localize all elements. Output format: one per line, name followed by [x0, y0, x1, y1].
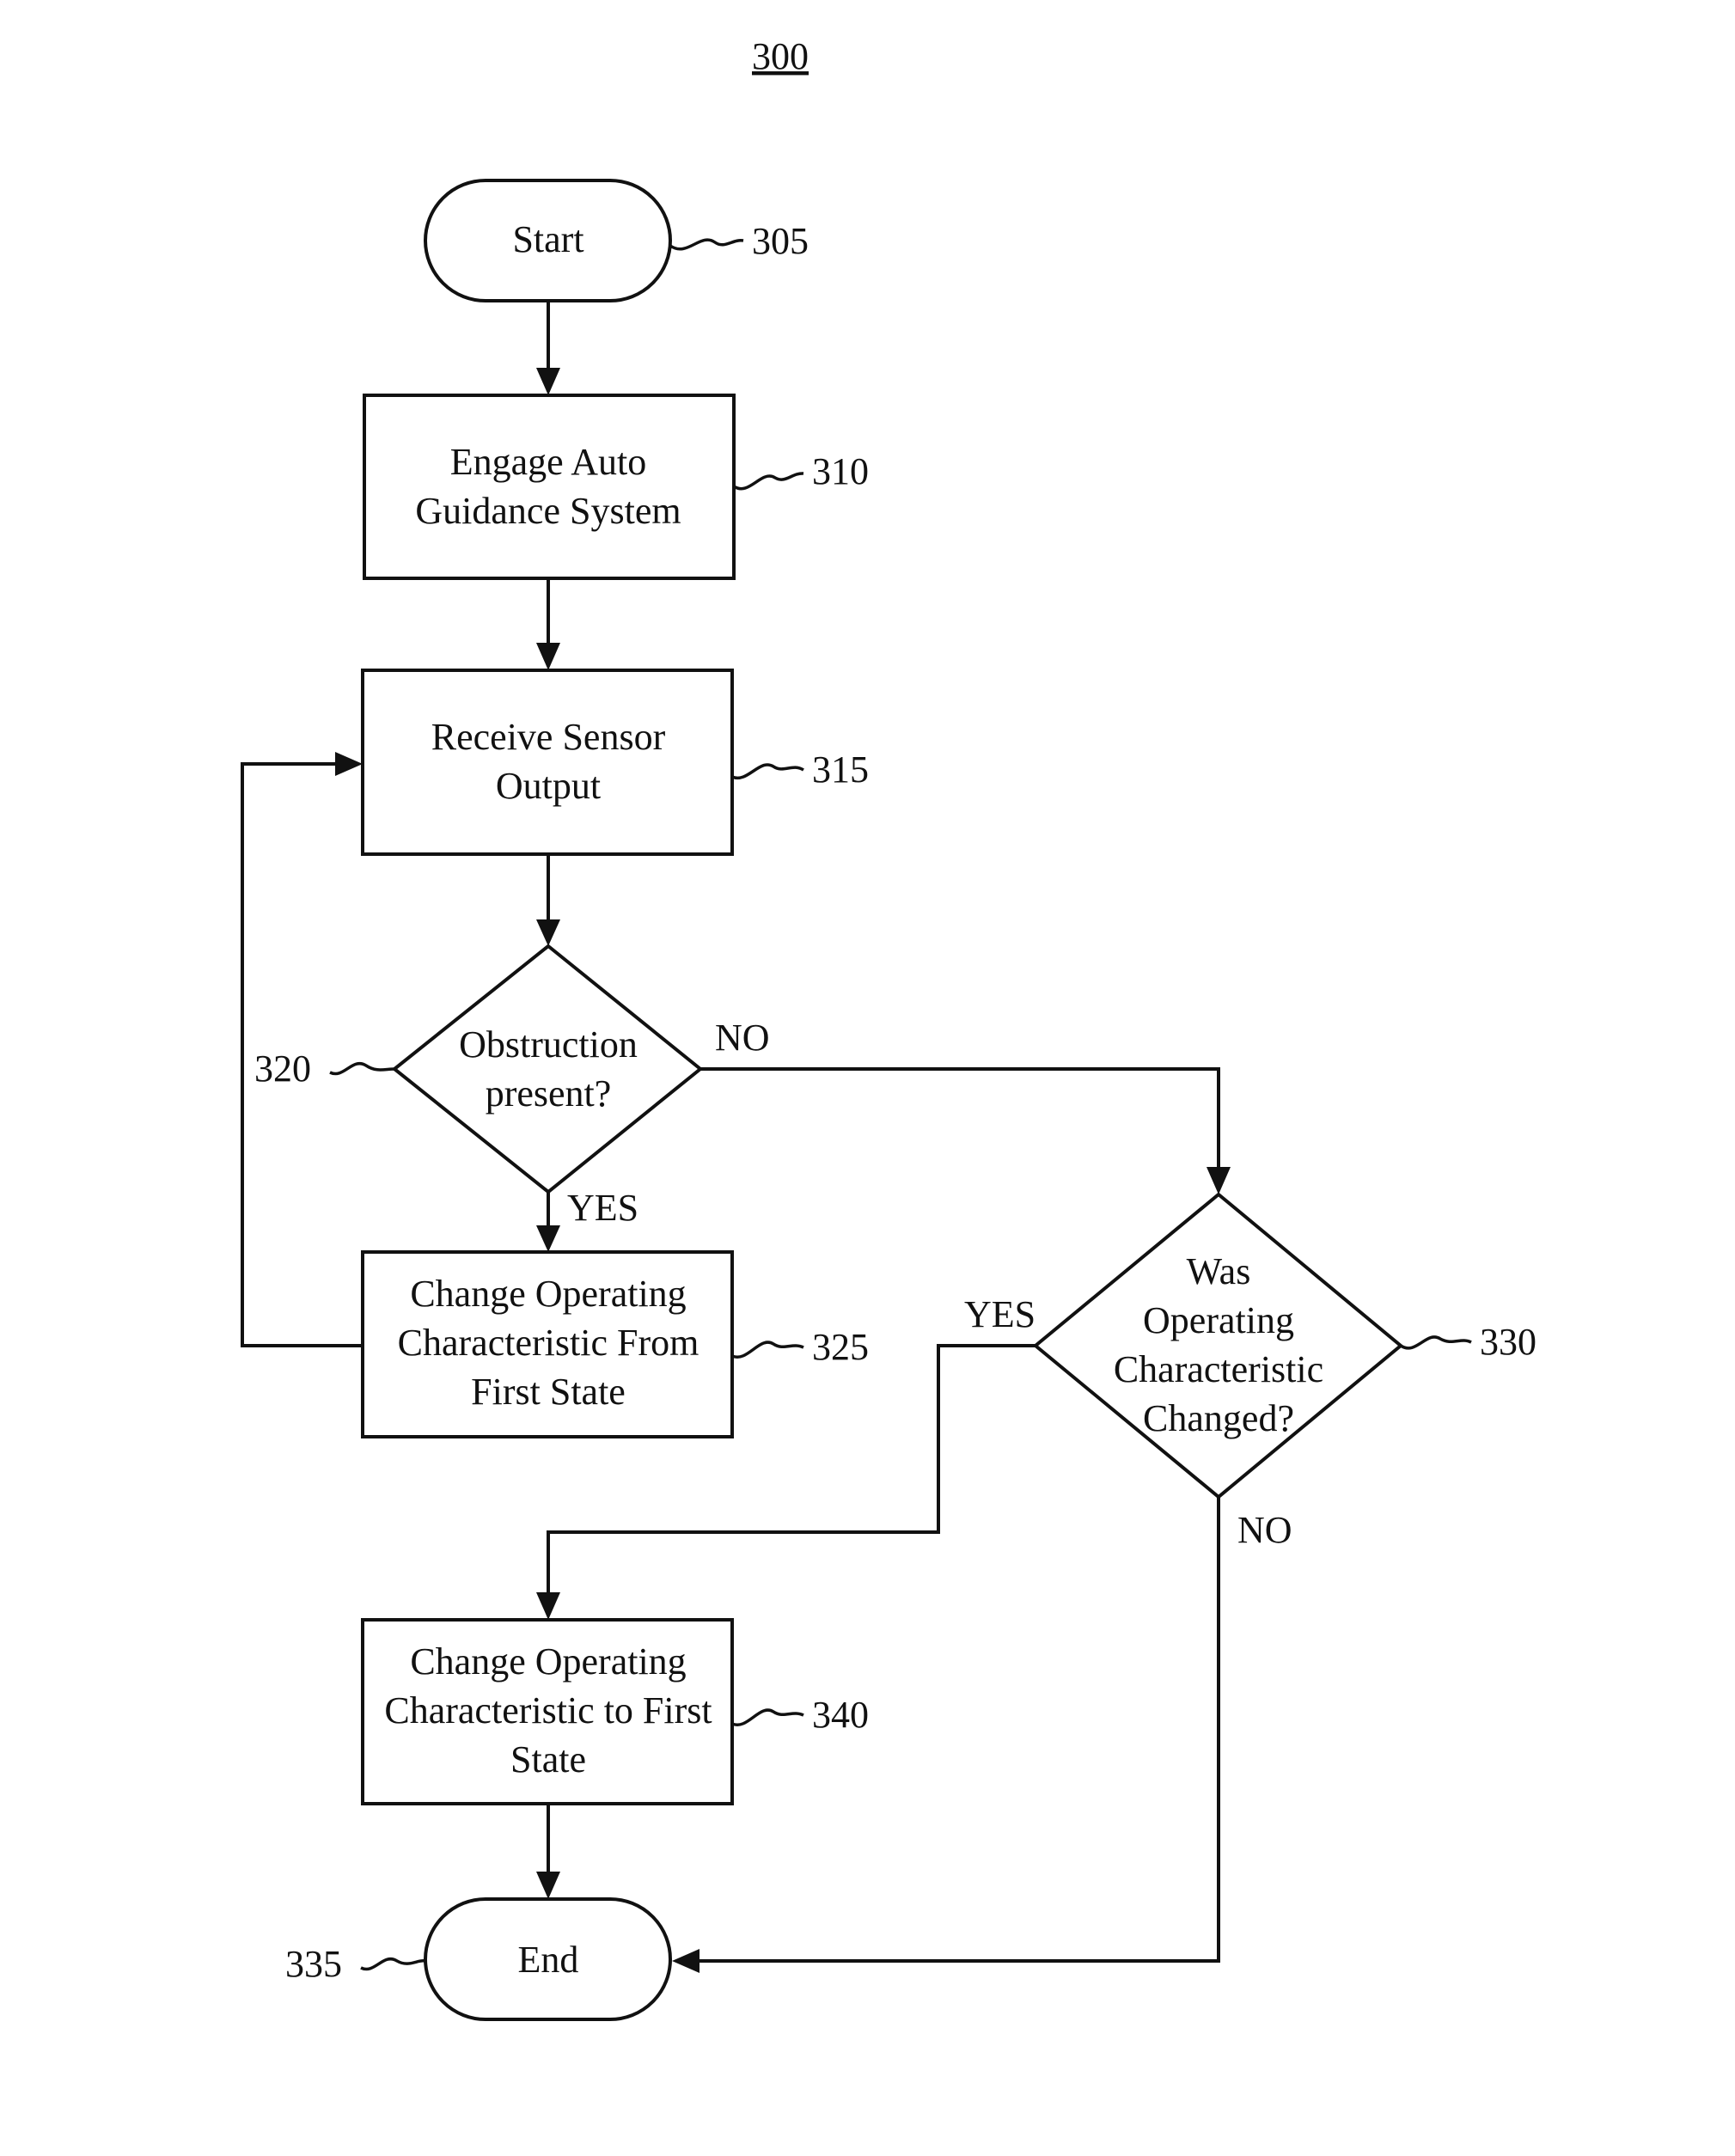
arrowhead-change-to — [536, 1592, 560, 1620]
receive-ref: 315 — [812, 748, 869, 791]
was-changed-label-line-4: Changed? — [1143, 1397, 1294, 1439]
start-label: Start — [512, 218, 583, 260]
receive-label-line-2: Output — [496, 765, 601, 807]
start-terminal: Start — [425, 180, 670, 301]
change-from-ref-leader — [732, 1342, 803, 1357]
arrowhead-was-changed — [1207, 1167, 1231, 1194]
change-to-label-line-3: State — [510, 1738, 586, 1780]
start-ref: 305 — [752, 220, 809, 262]
start-ref-leader — [670, 240, 743, 249]
obstruction-ref: 320 — [254, 1047, 311, 1090]
change-to-label-line-2: Characteristic to First — [384, 1689, 712, 1732]
obstruction-ref-leader — [330, 1064, 394, 1074]
obstruction-label-line-2: present? — [486, 1072, 612, 1115]
was-changed-no-label: NO — [1237, 1509, 1292, 1551]
arrowhead-engage — [536, 368, 560, 395]
obstruction-yes-label: YES — [567, 1187, 638, 1229]
change-to-ref-leader — [732, 1710, 803, 1725]
arrowhead-obstruction — [536, 919, 560, 946]
arrowhead-receive-loop — [335, 752, 363, 776]
was-changed-decision: Was Operating Characteristic Changed? — [1036, 1194, 1401, 1497]
engage-ref-leader — [734, 473, 803, 489]
was-changed-yes-label: YES — [964, 1293, 1036, 1335]
edge-was-changed-no — [698, 1497, 1219, 1961]
was-changed-label-line-3: Characteristic — [1114, 1348, 1323, 1390]
obstruction-no-label: NO — [715, 1017, 770, 1059]
obstruction-decision: Obstruction present? — [394, 946, 700, 1192]
receive-process-box: Receive Sensor Output — [363, 670, 732, 854]
was-changed-ref-leader — [1401, 1337, 1471, 1348]
obstruction-label-line-1: Obstruction — [459, 1023, 638, 1066]
change-from-label-line-3: First State — [471, 1371, 626, 1413]
was-changed-ref: 330 — [1480, 1321, 1536, 1363]
end-terminal: End — [425, 1899, 670, 2019]
engage-label-line-1: Engage Auto — [450, 441, 647, 483]
arrowhead-end — [536, 1872, 560, 1899]
was-changed-label-line-2: Operating — [1143, 1299, 1294, 1341]
arrowhead-change-from — [536, 1225, 560, 1252]
change-to-label-line-1: Change Operating — [410, 1640, 686, 1683]
end-ref: 335 — [285, 1943, 342, 1985]
figure-number: 300 — [752, 35, 809, 77]
arrowhead-receive — [536, 643, 560, 670]
change-from-process-box: Change Operating Characteristic From Fir… — [363, 1252, 732, 1437]
engage-process-box: Engage Auto Guidance System — [364, 395, 734, 578]
end-ref-leader — [361, 1959, 425, 1970]
change-to-ref: 340 — [812, 1694, 869, 1736]
change-from-label-line-2: Characteristic From — [398, 1322, 699, 1364]
was-changed-label-line-1: Was — [1187, 1250, 1251, 1292]
edge-obstruction-no — [700, 1069, 1219, 1169]
end-label: End — [518, 1939, 579, 1981]
arrowhead-end-from-right — [672, 1949, 699, 1973]
receive-label-line-1: Receive Sensor — [431, 716, 666, 758]
change-from-label-line-1: Change Operating — [410, 1273, 686, 1315]
engage-label-line-2: Guidance System — [415, 490, 681, 532]
change-from-ref: 325 — [812, 1326, 869, 1368]
change-to-process-box: Change Operating Characteristic to First… — [363, 1620, 732, 1804]
engage-ref: 310 — [812, 450, 869, 492]
receive-ref-leader — [732, 765, 803, 778]
